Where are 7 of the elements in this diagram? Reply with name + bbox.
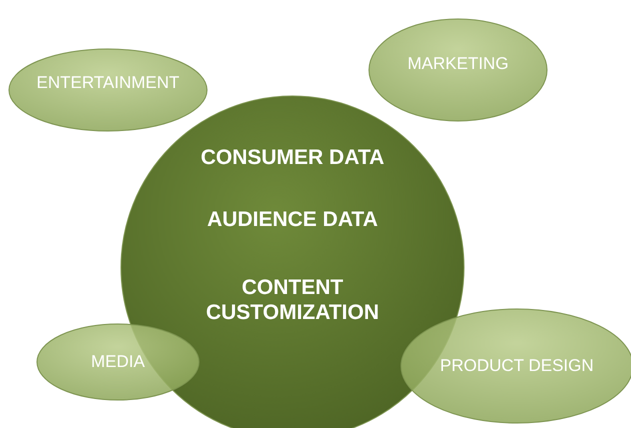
heading-text: CONTENT CUSTOMIZATION: [204, 275, 380, 326]
heading-text: AUDIENCE DATA: [206, 207, 379, 232]
label-text: MARKETING: [408, 54, 509, 74]
label-text: ENTERTAINMENT: [36, 73, 180, 94]
label-text: PRODUCT DESIGN: [440, 356, 594, 376]
label-text: MEDIA: [91, 352, 145, 372]
heading-text: CONSUMER DATA: [200, 145, 386, 170]
